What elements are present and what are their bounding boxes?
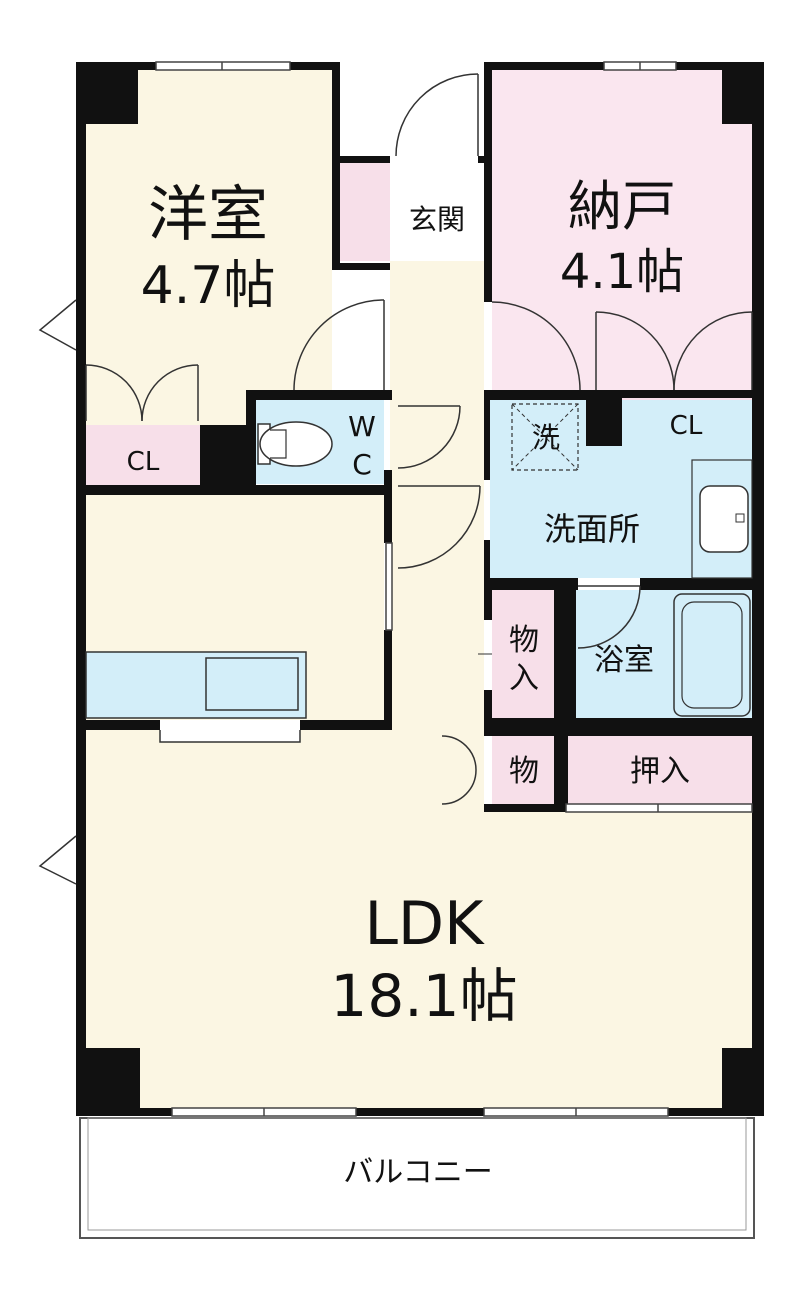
storage-small-floor [492,590,554,718]
kitchen-bar [159,730,301,743]
windows [155,61,753,1117]
oshiire-label: 押入 [630,754,690,789]
washing-machine-label: 洗 [532,421,560,454]
closet-left-label: CL [127,447,160,477]
toilet-bowl-icon [259,421,333,467]
washbasin-icon [699,485,749,553]
storage-small-label-2: 入 [509,661,539,696]
doors [38,73,753,885]
entrance-floor [390,163,484,261]
storage-room-size: 4.1帖 [560,244,684,300]
washbasin-counter [691,459,753,579]
western-room-name: 洋室 [148,180,268,250]
balcony-label: バルコニー [343,1155,492,1190]
entrance-step-floor [340,163,390,261]
balcony-floor [79,1117,755,1239]
wc-label-c: C [352,448,372,481]
walls [76,62,764,1116]
closet-right-label: CL [670,411,703,441]
washing-machine-pan [511,403,579,471]
storage-room-floor [492,70,752,390]
fixtures [85,403,753,743]
kitchen-counter [85,651,307,719]
storage-small-label-1: 物 [509,623,539,658]
hallway-floor [390,261,484,731]
bathtub-icon [673,593,751,717]
kitchen-sink-icon [205,657,299,711]
ldk-name: LDK [365,889,486,959]
oshiire-floor [568,736,752,804]
western-room-floor [86,70,332,425]
closet-left-floor [86,425,202,485]
wc-label-w: W [348,410,376,443]
storage-room-name: 納戸 [568,175,676,238]
bathroom-label: 浴室 [594,643,654,678]
washroom-label: 洗面所 [544,510,640,548]
balcony-inner-line [87,1117,747,1231]
entrance-label: 玄関 [409,203,465,236]
western-room-size: 4.7帖 [141,256,276,316]
ldk-floor [86,730,752,1108]
storage-mono-floor [492,736,554,804]
storage-mono-label: 物 [509,754,539,789]
ldk-size: 18.1帖 [330,962,517,1030]
